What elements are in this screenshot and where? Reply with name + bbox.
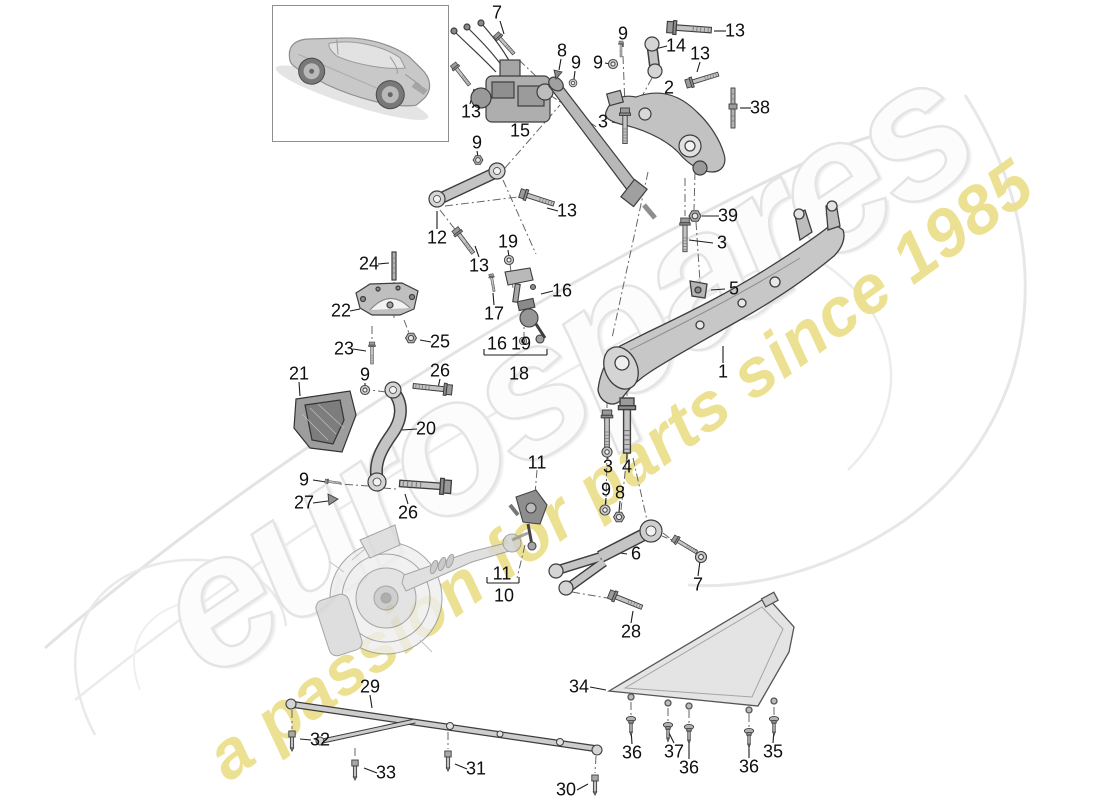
part-callout-22-28: 22: [330, 300, 352, 321]
part-callout-36-57: 36: [738, 756, 760, 777]
part-callout-21-31: 21: [288, 363, 310, 384]
part-callout-3-14: 3: [716, 232, 728, 253]
part-callout-10-47: 10: [493, 585, 515, 606]
part-callout-9-32: 9: [359, 364, 371, 385]
part-callout-13-21: 13: [468, 255, 490, 276]
part-callout-38-12: 38: [749, 97, 771, 118]
part-callout-15-2: 15: [509, 120, 531, 141]
part-callout-24-27: 24: [358, 253, 380, 274]
part-callout-16-24: 16: [486, 333, 508, 354]
part-callout-5-15: 5: [728, 278, 740, 299]
part-callout-13-1: 13: [460, 101, 482, 122]
part-callout-18-26: 18: [508, 363, 530, 384]
part-callout-36-54: 36: [621, 742, 643, 763]
part-callout-26-33: 26: [429, 360, 451, 381]
part-callout-9-17: 9: [471, 132, 483, 153]
vehicle-thumbnail-box: [272, 5, 449, 142]
part-callout-31-52: 31: [465, 758, 487, 779]
part-callout-27-36: 27: [293, 492, 315, 513]
part-callout-30-53: 30: [555, 779, 577, 800]
part-callout-32-50: 32: [309, 729, 331, 750]
part-callout-11-46: 11: [492, 563, 512, 584]
part-callout-16-22: 16: [551, 280, 573, 301]
part-callout-29-49: 29: [359, 676, 381, 697]
part-callout-9-6: 9: [617, 23, 629, 44]
part-callout-9-5: 9: [592, 52, 604, 73]
part-callout-9-4: 9: [570, 52, 582, 73]
part-callout-1-16: 1: [717, 361, 729, 382]
part-callout-39-13: 39: [717, 205, 739, 226]
part-callout-9-35: 9: [298, 469, 310, 490]
part-callout-13-9: 13: [689, 43, 711, 64]
part-callout-4-40: 4: [621, 456, 633, 477]
part-callout-26-37: 26: [397, 502, 419, 523]
part-callout-20-34: 20: [415, 418, 437, 439]
part-callout-23-29: 23: [333, 338, 355, 359]
part-callout-13-8: 13: [724, 20, 746, 41]
part-callout-19-25: 19: [510, 333, 532, 354]
part-callout-25-30: 25: [429, 331, 451, 352]
part-callout-9-41: 9: [600, 479, 612, 500]
part-callout-37-55: 37: [663, 741, 685, 762]
part-callout-34-48: 34: [568, 676, 590, 697]
part-callout-3-39: 3: [602, 456, 614, 477]
car-icon: [275, 37, 431, 120]
part-callout-36-56: 36: [678, 757, 700, 778]
part-callout-13-19: 13: [556, 200, 578, 221]
part-callout-7-44: 7: [692, 574, 704, 595]
part-callout-8-42: 8: [614, 482, 626, 503]
part-callout-7-0: 7: [491, 2, 503, 23]
part-callout-2-10: 2: [663, 77, 675, 98]
part-callout-6-43: 6: [630, 543, 642, 564]
part-callout-14-7: 14: [665, 35, 687, 56]
part-callout-8-3: 8: [556, 40, 568, 61]
part-callout-17-23: 17: [483, 303, 505, 324]
part-callout-33-51: 33: [375, 762, 397, 783]
part-callout-28-45: 28: [620, 621, 642, 642]
part-callout-11-38: 11: [527, 452, 547, 473]
part-callout-3-11: 3: [597, 111, 609, 132]
part-callout-19-20: 19: [497, 231, 519, 252]
part-callout-12-18: 12: [426, 227, 448, 248]
part-callout-35-58: 35: [762, 741, 784, 762]
